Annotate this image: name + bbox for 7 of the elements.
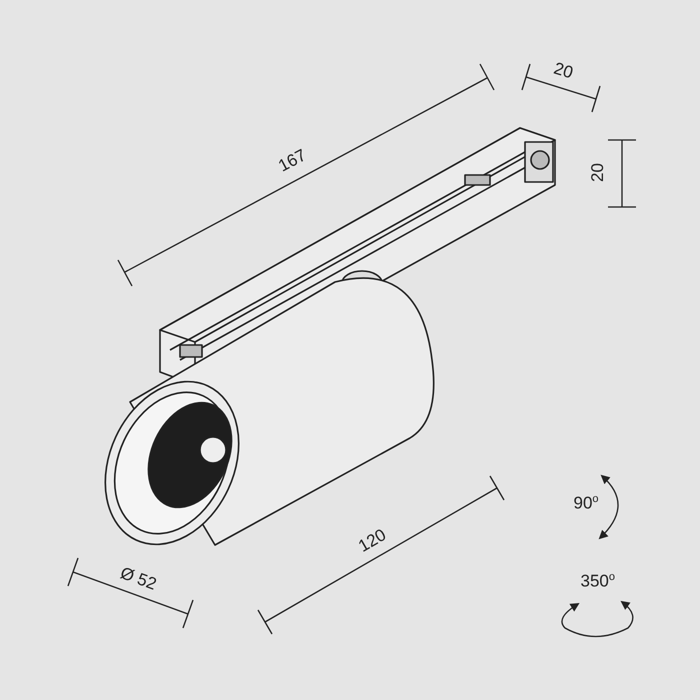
dimension-value: 120 bbox=[356, 526, 389, 554]
angle-value: 90$^{o}$ bbox=[574, 494, 599, 512]
dimension-value: 167 bbox=[276, 146, 309, 174]
dimension-value: 20 bbox=[551, 59, 574, 81]
angle-value: 350$^{o}$ bbox=[580, 572, 615, 590]
dimension-value: 20 bbox=[588, 162, 606, 182]
dimension-value: Ø 52 bbox=[118, 564, 158, 592]
